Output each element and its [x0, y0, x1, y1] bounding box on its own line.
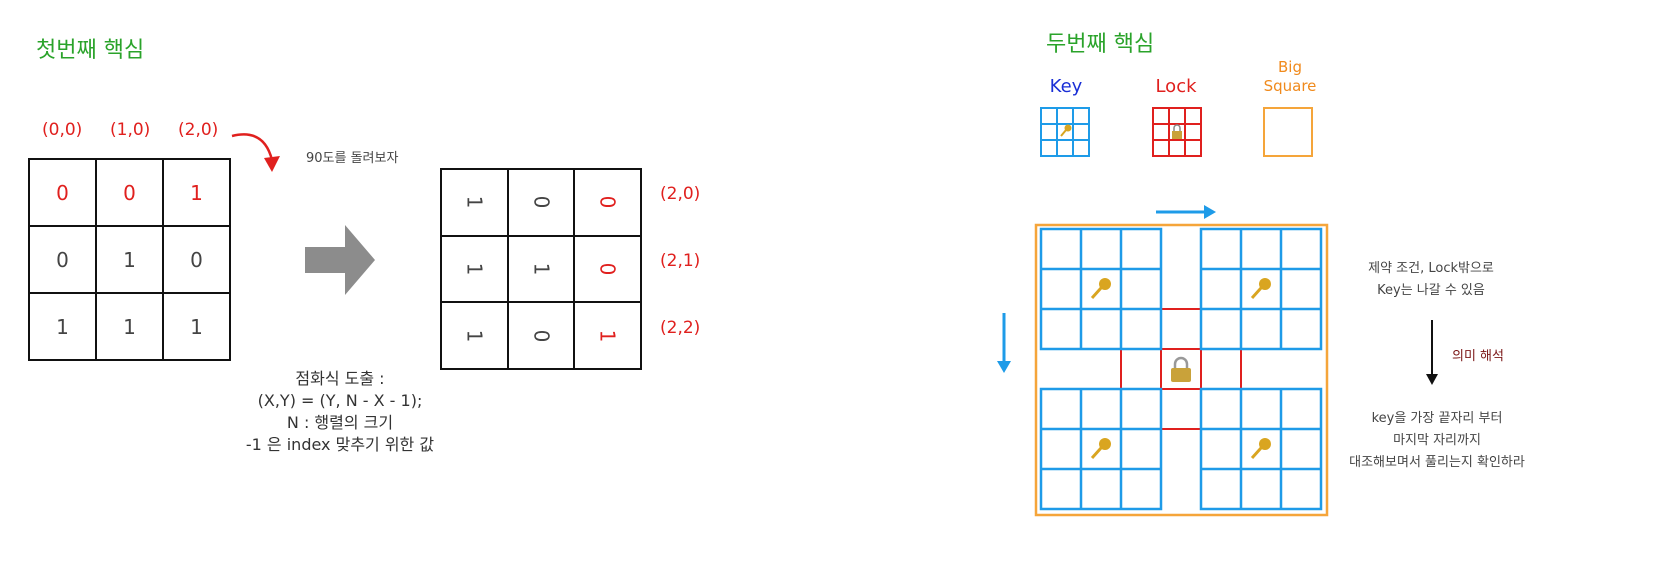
- matrix-cell: 1: [441, 169, 508, 236]
- coord-label: (2,1): [660, 251, 701, 271]
- key-grid-bottom-left: [1039, 387, 1163, 511]
- formula-line: -1 은 index 맞추기 위한 값: [245, 435, 435, 454]
- key-grid-top-left: [1039, 227, 1163, 351]
- coord-label: (1,0): [110, 120, 151, 140]
- key-icon: [1060, 124, 1072, 137]
- coord-label: (2,2): [660, 318, 701, 338]
- legend-big-square-label: Big Square: [1263, 58, 1317, 95]
- matrix-cell: 1: [507, 235, 575, 303]
- matrix-cell: 1: [96, 293, 163, 360]
- matrix-cell: 0: [574, 169, 641, 236]
- original-matrix: 0 0 1 0 1 0 1 1 1: [28, 158, 231, 361]
- rotated-matrix: 1 0 0 1 1 0 1 0 1: [440, 168, 642, 370]
- key-grid-bottom-right: [1199, 387, 1323, 511]
- section1-title: 첫번째 핵심: [36, 38, 145, 63]
- big-square: [1034, 223, 1329, 517]
- matrix-cell: 0: [574, 235, 641, 303]
- formula-line: N : 행렬의 크기: [286, 413, 394, 432]
- coord-label: (2,0): [660, 184, 701, 204]
- matrix-cell: 0: [29, 226, 96, 293]
- matrix-cell: 0: [96, 159, 163, 226]
- matrix-cell: 1: [574, 302, 641, 369]
- key-icon: [1090, 438, 1111, 460]
- meaning-label: 의미 해석: [1452, 349, 1504, 364]
- key-icon: [1090, 278, 1111, 300]
- sliding-diagram: [997, 205, 1329, 517]
- legend-big-square: [1263, 107, 1313, 157]
- section2-title: 두번째 핵심: [1046, 32, 1155, 57]
- legend-lock-grid: [1152, 107, 1202, 157]
- key-icon: [1250, 278, 1271, 300]
- matrix-cell: 1: [96, 226, 163, 293]
- formula-line: (X,Y) = (Y, N - X - 1);: [257, 391, 423, 410]
- legend-lock-label: Lock: [1155, 76, 1197, 97]
- rotate-note: 90도를 돌려보자: [306, 151, 399, 166]
- matrix-cell: 0: [507, 169, 575, 236]
- legend-key-label: Key: [1049, 76, 1083, 97]
- down-arrow-icon: [1426, 320, 1438, 385]
- matrix-cell: 1: [441, 235, 508, 303]
- key-icon: [1250, 438, 1271, 460]
- formula-block: 점화식 도출 : (X,Y) = (Y, N - X - 1); N : 행렬의…: [220, 368, 460, 456]
- lock-icon: [1172, 124, 1182, 139]
- key-grid-top-right: [1199, 227, 1323, 351]
- matrix-cell: 1: [163, 293, 230, 360]
- matrix-cell: 1: [163, 159, 230, 226]
- right-arrow-icon: [305, 225, 375, 295]
- lock-icon: [1171, 356, 1191, 382]
- matrix-cell: 0: [507, 302, 575, 369]
- coord-label: (2,0): [178, 120, 219, 140]
- formula-line: 점화식 도출 :: [295, 369, 385, 388]
- matrix-cell: 0: [29, 159, 96, 226]
- down-arrow-icon: [997, 361, 1011, 373]
- legend-key-grid: [1040, 107, 1090, 157]
- right-arrow-icon: [1204, 205, 1216, 219]
- constraint-note: 제약 조건, Lock밖으로 Key는 나갈 수 있음: [1368, 261, 1494, 298]
- matrix-cell: 1: [29, 293, 96, 360]
- conclusion-note: key을 가장 끝자리 부터 마지막 자리까지 대조해보며서 풀리는지 확인하라: [1349, 411, 1525, 470]
- coord-label: (0,0): [42, 120, 83, 140]
- curved-arrow-icon: [231, 133, 280, 172]
- matrix-cell: 1: [441, 302, 508, 369]
- matrix-cell: 0: [163, 226, 230, 293]
